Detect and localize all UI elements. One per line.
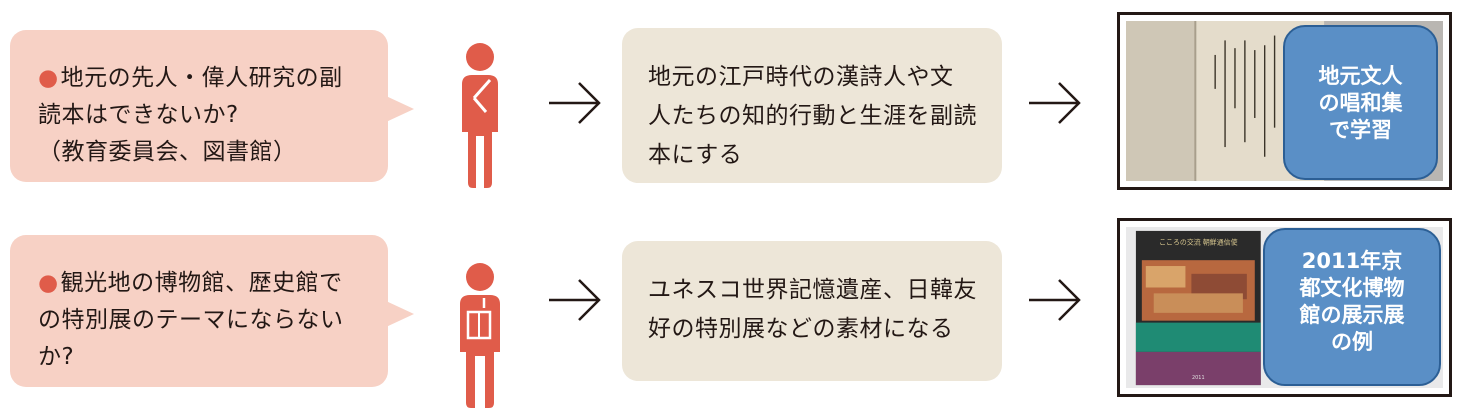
arrow-right-icon [545, 78, 605, 128]
question-text: ●観光地の博物館、歴史館で の特別展のテーマにならない か? [38, 270, 344, 370]
flow-row-2: ●観光地の博物館、歴史館で の特別展のテーマにならない か? ユネスコ世界記憶遺… [0, 205, 1464, 408]
thinking-person-icon [450, 40, 510, 190]
question-bubble: ●観光地の博物館、歴史館で の特別展のテーマにならない か? [10, 235, 414, 387]
flow-row-1: ●地元の先人・偉人研究の副 読本はできないか? （教育委員会、図書館） 地元の江… [0, 0, 1464, 195]
example-callout: 2011年京 都文化博物 館の展示展 の例 [1263, 228, 1441, 386]
question-bubble: ●地元の先人・偉人研究の副 読本はできないか? （教育委員会、図書館） [10, 30, 414, 182]
reading-person-icon [450, 260, 510, 410]
bullet-icon: ● [38, 270, 59, 296]
example-callout: 地元文人 の唱和集 で学習 [1283, 25, 1438, 180]
proposal-text: 地元の江戸時代の漢詩人や文 人たちの知的行動と生涯を副読 本にする [648, 64, 977, 168]
arrow-right-icon [1025, 78, 1085, 128]
catalog-footer: 2011 [1192, 375, 1205, 381]
proposal-box: ユネスコ世界記憶遺産、日韓友 好の特別展などの素材になる [622, 241, 1002, 381]
arrow-right-icon [545, 275, 605, 325]
question-text: ●地元の先人・偉人研究の副 読本はできないか? （教育委員会、図書館） [38, 65, 343, 165]
proposal-text: ユネスコ世界記憶遺産、日韓友 好の特別展などの素材になる [648, 277, 977, 342]
bullet-icon: ● [38, 65, 59, 91]
catalog-title: こころの交流 朝鮮通信使 [1159, 238, 1238, 247]
arrow-right-icon [1025, 275, 1085, 325]
proposal-box: 地元の江戸時代の漢詩人や文 人たちの知的行動と生涯を副読 本にする [622, 28, 1002, 183]
